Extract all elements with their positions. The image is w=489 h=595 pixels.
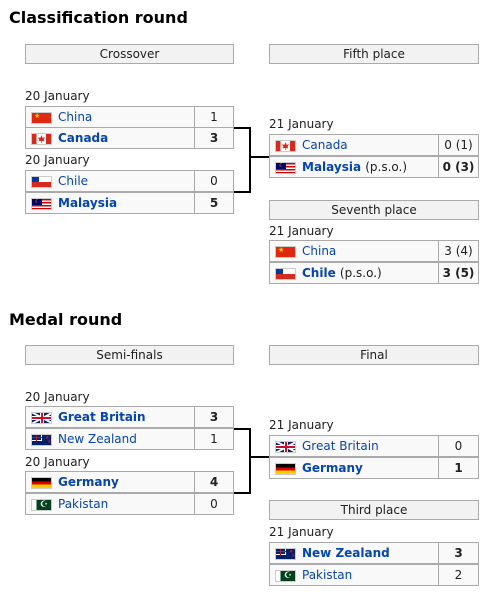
team-row: ☪ Pakistan 2 bbox=[269, 564, 479, 586]
team-name-link[interactable]: Pakistan bbox=[302, 568, 353, 582]
match-date: 21 January bbox=[269, 117, 334, 131]
team-score: 0 bbox=[438, 435, 479, 457]
team-score: 1 bbox=[438, 457, 479, 479]
match-date: 20 January bbox=[25, 390, 90, 404]
team-score: 3 (4) bbox=[438, 240, 479, 262]
great-britain-flag-icon bbox=[31, 412, 52, 424]
penalty-shootout-note: (p.s.o.) bbox=[339, 266, 382, 280]
team-score: 0 (3) bbox=[438, 156, 479, 178]
team-name-link[interactable]: China bbox=[302, 244, 337, 258]
team-name-link[interactable]: Germany bbox=[302, 461, 363, 475]
classification-round-heading: Classification round bbox=[9, 8, 188, 27]
team-score: 1 bbox=[194, 428, 234, 450]
bracket-line bbox=[251, 156, 269, 158]
team-row: ★ China 3 (4) bbox=[269, 240, 479, 262]
germany-flag-icon bbox=[275, 463, 296, 475]
bracket-line bbox=[234, 492, 251, 494]
team-row: ☪ Pakistan 0 bbox=[25, 493, 234, 515]
semi-finals-header: Semi-finals bbox=[25, 345, 234, 365]
team-row: ★★ New Zealand 3 bbox=[269, 542, 479, 564]
bracket-line bbox=[234, 191, 251, 193]
third-place-header: Third place bbox=[269, 500, 479, 520]
team-name-link[interactable]: New Zealand bbox=[302, 546, 390, 560]
pakistan-flag-icon: ☪ bbox=[275, 570, 296, 582]
match-date: 20 January bbox=[25, 153, 90, 167]
malaysia-flag-icon: ☾ bbox=[275, 162, 296, 174]
team-score: 3 bbox=[194, 127, 234, 149]
match-date: 21 January bbox=[269, 525, 334, 539]
bracket-line bbox=[234, 127, 251, 129]
bracket-line bbox=[251, 456, 269, 458]
team-score: 0 bbox=[194, 493, 234, 515]
team-name-link[interactable]: Chile bbox=[58, 174, 89, 188]
match-date: 20 January bbox=[25, 89, 90, 103]
team-row: Chile 0 bbox=[25, 170, 234, 192]
fifth-place-header: Fifth place bbox=[269, 44, 479, 64]
team-name-link[interactable]: Malaysia bbox=[302, 160, 362, 174]
germany-flag-icon bbox=[31, 477, 52, 489]
team-row: ☾ Malaysia (p.s.o.) 0 (3) bbox=[269, 156, 479, 178]
team-row: Great Britain 3 bbox=[25, 406, 234, 428]
final-header: Final bbox=[269, 345, 479, 365]
bracket-line bbox=[249, 428, 251, 494]
team-name-link[interactable]: Pakistan bbox=[58, 497, 109, 511]
bracket-line bbox=[249, 127, 251, 193]
team-name-link[interactable]: Canada bbox=[302, 138, 348, 152]
team-name-link[interactable]: Canada bbox=[58, 131, 109, 145]
canada-flag-icon bbox=[275, 140, 296, 152]
team-score: 4 bbox=[194, 471, 234, 493]
team-row: ★★ New Zealand 1 bbox=[25, 428, 234, 450]
seventh-place-header: Seventh place bbox=[269, 200, 479, 220]
match-date: 21 January bbox=[269, 418, 334, 432]
china-flag-icon: ★ bbox=[31, 112, 52, 124]
team-row: Germany 4 bbox=[25, 471, 234, 493]
team-row: Canada 3 bbox=[25, 127, 234, 149]
team-name-link[interactable]: Malaysia bbox=[58, 196, 118, 210]
team-name-link[interactable]: Great Britain bbox=[58, 410, 146, 424]
team-name-link[interactable]: Great Britain bbox=[302, 439, 379, 453]
team-score: 0 (1) bbox=[438, 134, 479, 156]
bracket-line bbox=[234, 428, 251, 430]
team-score: 3 (5) bbox=[438, 262, 479, 284]
team-name-link[interactable]: New Zealand bbox=[58, 432, 137, 446]
team-score: 5 bbox=[194, 192, 234, 214]
new-zealand-flag-icon: ★★ bbox=[275, 548, 296, 560]
pakistan-flag-icon: ☪ bbox=[31, 499, 52, 511]
team-score: 0 bbox=[194, 170, 234, 192]
match-date: 21 January bbox=[269, 224, 334, 238]
penalty-shootout-note: (p.s.o.) bbox=[365, 160, 408, 174]
team-row: ★ China 1 bbox=[25, 106, 234, 128]
team-row: Chile (p.s.o.) 3 (5) bbox=[269, 262, 479, 284]
match-date: 20 January bbox=[25, 455, 90, 469]
team-name-link[interactable]: Germany bbox=[58, 475, 119, 489]
china-flag-icon: ★ bbox=[275, 246, 296, 258]
chile-flag-icon bbox=[275, 268, 296, 280]
team-score: 2 bbox=[438, 564, 479, 586]
great-britain-flag-icon bbox=[275, 441, 296, 453]
canada-flag-icon bbox=[31, 133, 52, 145]
team-name-link[interactable]: Chile bbox=[302, 266, 336, 280]
team-score: 3 bbox=[194, 406, 234, 428]
team-score: 1 bbox=[194, 106, 234, 128]
team-row: Great Britain 0 bbox=[269, 435, 479, 457]
team-row: ☾ Malaysia 5 bbox=[25, 192, 234, 214]
medal-round-heading: Medal round bbox=[9, 310, 123, 329]
team-row: Canada 0 (1) bbox=[269, 134, 479, 156]
chile-flag-icon bbox=[31, 176, 52, 188]
crossover-header: Crossover bbox=[25, 44, 234, 64]
team-name-link[interactable]: China bbox=[58, 110, 93, 124]
team-score: 3 bbox=[438, 542, 479, 564]
malaysia-flag-icon: ☾ bbox=[31, 198, 52, 210]
team-row: Germany 1 bbox=[269, 457, 479, 479]
new-zealand-flag-icon: ★★ bbox=[31, 434, 52, 446]
